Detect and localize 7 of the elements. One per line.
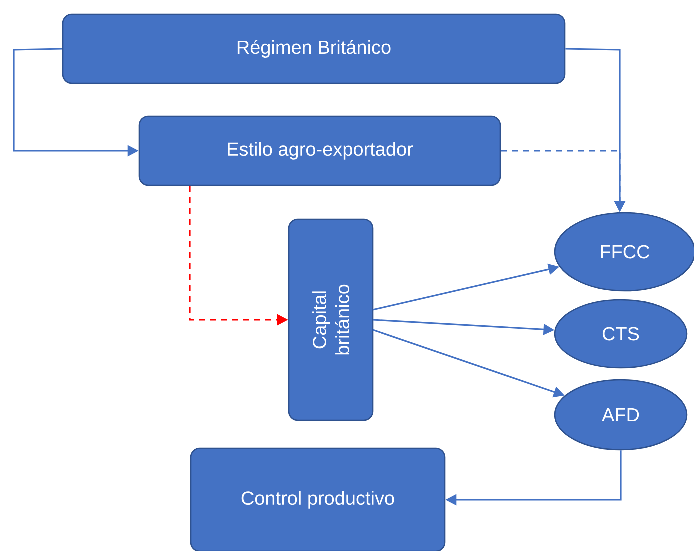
process-box: Estilo agro-exportador <box>138 116 502 186</box>
ellipse-node: CTS <box>554 299 688 369</box>
ellipse-node: AFD <box>554 379 688 451</box>
process-box: Control productivo <box>190 448 446 551</box>
process-box: Régimen Británico <box>62 14 566 84</box>
ellipse-node: FFCC <box>554 212 694 292</box>
process-box: Capital británico <box>288 218 374 422</box>
